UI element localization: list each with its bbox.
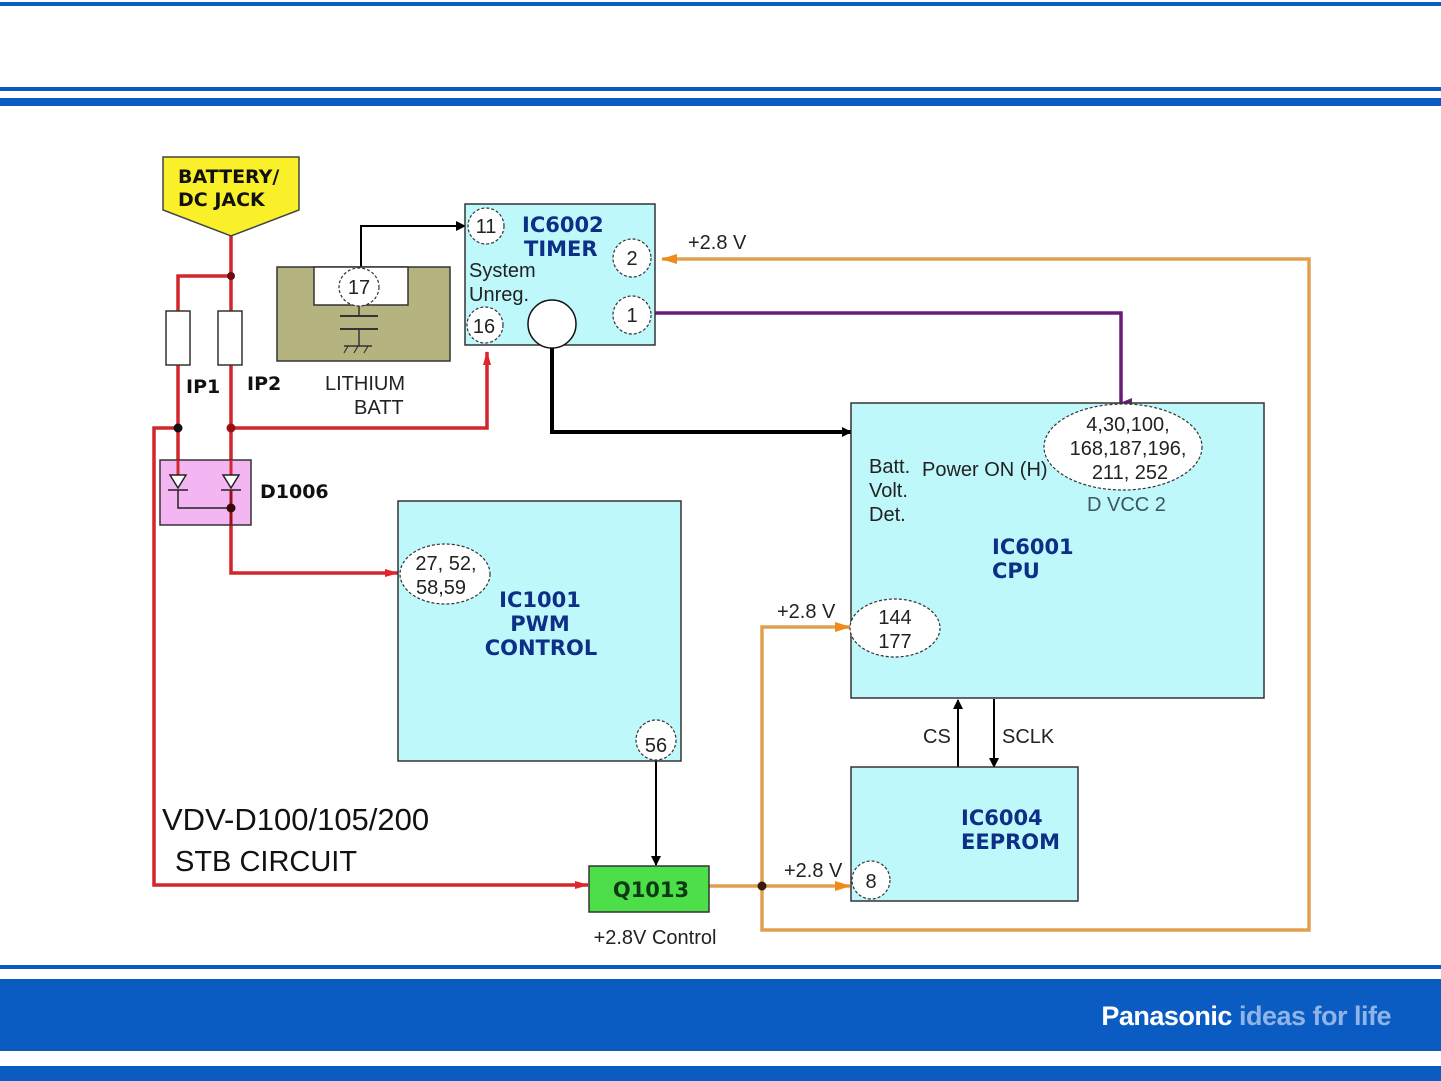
diagram-title-line1: VDV-D100/105/200 <box>162 802 429 837</box>
cpu-name: IC6001 <box>992 535 1074 559</box>
lithium-label-line2: BATT <box>354 397 404 419</box>
cpu-function: CPU <box>992 559 1040 583</box>
timer-supply-label: +2.8 V <box>688 232 747 254</box>
diagram-title-line2: STB CIRCUIT <box>175 846 357 878</box>
wire-batt-volt-det <box>550 345 852 437</box>
pwm-function-line2: CONTROL <box>485 636 598 660</box>
orange-supply-wires <box>661 254 1311 932</box>
pwm-pins-line2: 58,59 <box>416 577 466 599</box>
cpu-supply-label: +2.8 V <box>777 601 836 623</box>
brand-tagline: ideas for life <box>1238 1001 1392 1031</box>
battery-dc-jack: BATTERY/ DC JACK <box>162 156 300 237</box>
wire-branch-to-ip1 <box>176 274 231 312</box>
footer-bottom-band <box>0 1066 1441 1081</box>
cpu-pin-144: 144 <box>878 607 911 629</box>
ic1001-pwm: 27, 52, 58,59 IC1001 PWM CONTROL 56 <box>397 500 682 762</box>
pwm-function-line1: PWM <box>510 612 569 636</box>
eeprom-name: IC6004 <box>961 806 1043 830</box>
lithium-battery: 17 <box>276 266 451 362</box>
cpu-dvcc-label: D VCC 2 <box>1087 494 1166 516</box>
fuse-ip1 <box>165 310 191 366</box>
header-rule-thin <box>0 87 1441 91</box>
eeprom-supply-label: +2.8 V <box>784 860 843 882</box>
header-top-rule <box>0 2 1441 6</box>
cpu-dvcc-pins-line1: 4,30,100, <box>1086 414 1169 436</box>
wire-to-cpu-144 <box>760 622 851 886</box>
eeprom-pin-8: 8 <box>865 871 876 893</box>
junction-dot <box>226 423 236 433</box>
sclk-label: SCLK <box>1002 726 1055 748</box>
eeprom-function: EEPROM <box>961 830 1060 854</box>
ic6002-pin-2: 2 <box>626 248 637 270</box>
brand-logo: Panasonic ideas for life <box>1101 1001 1391 1032</box>
q1013-caption: +2.8V Control <box>594 927 717 949</box>
q1013-transistor: Q1013 <box>588 865 710 913</box>
wire-power-on <box>655 311 1132 408</box>
ic6002-pin-16: 16 <box>473 316 495 338</box>
ic6002-pin-1: 1 <box>626 305 637 327</box>
junction-dot <box>227 272 235 280</box>
cpu-batt-line3: Det. <box>869 504 906 526</box>
battery-label-line1: BATTERY/ <box>178 166 279 188</box>
cpu-power-on-label: Power ON (H) <box>922 459 1048 481</box>
junction-dot <box>757 881 767 891</box>
cs-label: CS <box>923 726 951 748</box>
ic6002-name: IC6002 <box>522 213 604 237</box>
ic6004-eeprom: IC6004 EEPROM 8 <box>850 766 1079 902</box>
footer-rule-thin <box>0 965 1441 969</box>
cpu-pin-177: 177 <box>878 631 911 653</box>
diode-label: D1006 <box>260 481 329 503</box>
pwm-pin-56: 56 <box>645 735 667 757</box>
footer-band <box>0 979 1441 1051</box>
cpu-batt-line2: Volt. <box>869 480 908 502</box>
ic6002-timer: IC6002 TIMER System Unreg. 11 16 2 1 <box>464 203 656 349</box>
pwm-pins-line1: 27, 52, <box>415 553 476 575</box>
ic6001-cpu: Batt. Volt. Det. Power ON (H) 4,30,100, … <box>849 402 1265 699</box>
cpu-batt-line1: Batt. <box>869 456 910 478</box>
header-rule-thick <box>0 98 1441 106</box>
battery-label-line2: DC JACK <box>178 189 266 211</box>
lithium-pin-17: 17 <box>348 277 370 299</box>
wire-loop-to-timer <box>661 254 1311 932</box>
fuse-ip2 <box>217 310 243 366</box>
fuse-ip1-label: IP1 <box>186 376 220 398</box>
wire-lithium-to-pin11 <box>360 221 466 268</box>
ic6002-note-line2: Unreg. <box>469 284 529 306</box>
lithium-label-line1: LITHIUM <box>325 373 405 395</box>
cpu-dvcc-pins-line2: 168,187,196, <box>1070 438 1187 460</box>
brand-name: Panasonic <box>1101 1001 1232 1031</box>
ic6002-function: TIMER <box>524 237 598 261</box>
wire-diode-to-pwm <box>229 508 399 577</box>
cpu-dvcc-pins-line3: 211, 252 <box>1092 462 1168 484</box>
fuse-ip2-label: IP2 <box>247 373 281 395</box>
q1013-name: Q1013 <box>613 878 689 902</box>
pwm-name: IC1001 <box>499 588 581 612</box>
batt-volt-det-port <box>527 299 577 349</box>
junction-dot <box>173 423 183 433</box>
ic6002-note-line1: System <box>469 260 536 282</box>
diode-d1006 <box>159 459 252 526</box>
ic6002-pin-11: 11 <box>476 216 497 238</box>
wire-ip2-to-timer-pin16 <box>231 351 491 430</box>
wire-ip1-to-q1013 <box>152 426 589 889</box>
